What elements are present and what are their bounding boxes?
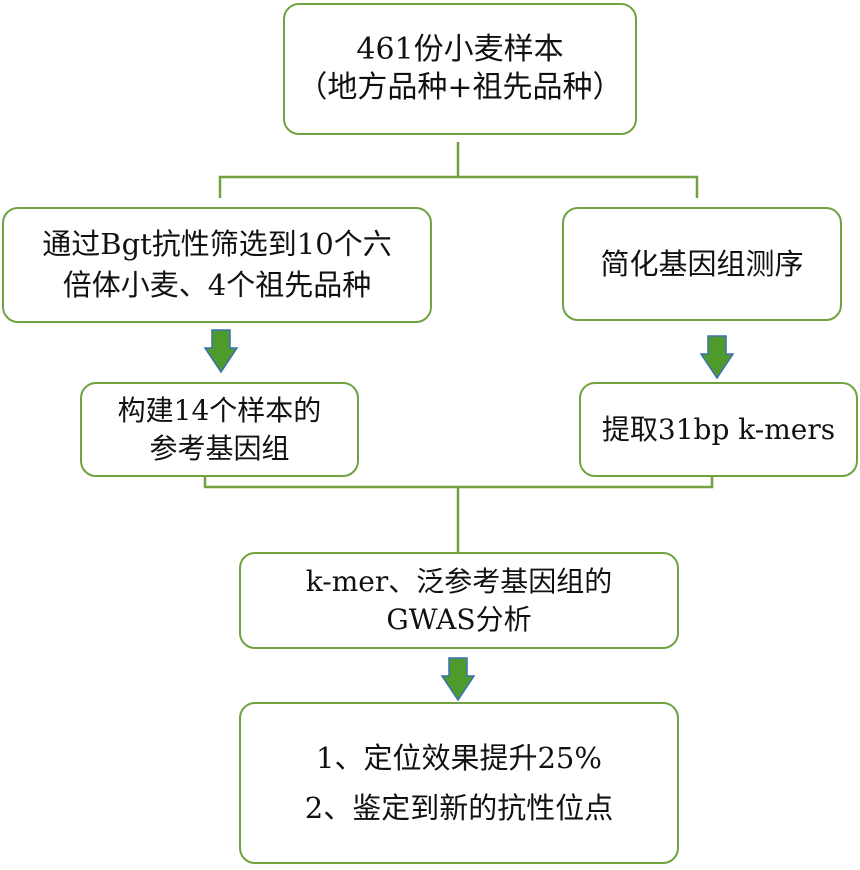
arrow-down-icon: [203, 329, 239, 374]
node-samples-line2: （地方品种+祖先品种）: [297, 70, 623, 105]
node-gwas-line2: GWAS分析: [386, 602, 532, 636]
node-reference: 构建14个样本的 参考基因组: [80, 382, 359, 477]
bracket-bottom: [203, 462, 714, 552]
node-reference-line1: 构建14个样本的: [117, 393, 322, 427]
node-results: 1、定位效果提升25% 2、鉴定到新的抗性位点: [239, 702, 679, 864]
node-gwas: k-mer、泛参考基因组的 GWAS分析: [239, 552, 679, 649]
node-screening: 通过Bgt抗性筛选到10个六 倍体小麦、4个祖先品种: [2, 207, 432, 323]
node-screening-line2: 倍体小麦、4个祖先品种: [62, 268, 372, 302]
node-kmers-line1: 提取31bp k-mers: [601, 412, 836, 446]
node-samples: 461份小麦样本 （地方品种+祖先品种）: [283, 3, 637, 135]
node-samples-line1: 461份小麦样本: [356, 32, 564, 67]
bracket-top: [218, 142, 699, 198]
node-sequencing: 简化基因组测序: [562, 207, 842, 321]
node-results-line1: 1、定位效果提升25%: [316, 741, 602, 775]
node-reference-line2: 参考基因组: [149, 431, 290, 465]
node-sequencing-line1: 简化基因组测序: [600, 247, 804, 281]
arrow-down-icon: [699, 335, 735, 380]
node-screening-line1: 通过Bgt抗性筛选到10个六: [42, 227, 392, 261]
arrow-down-icon: [440, 657, 476, 702]
node-kmers: 提取31bp k-mers: [579, 382, 858, 477]
node-results-line2: 2、鉴定到新的抗性位点: [304, 791, 614, 825]
node-gwas-line1: k-mer、泛参考基因组的: [305, 564, 613, 598]
